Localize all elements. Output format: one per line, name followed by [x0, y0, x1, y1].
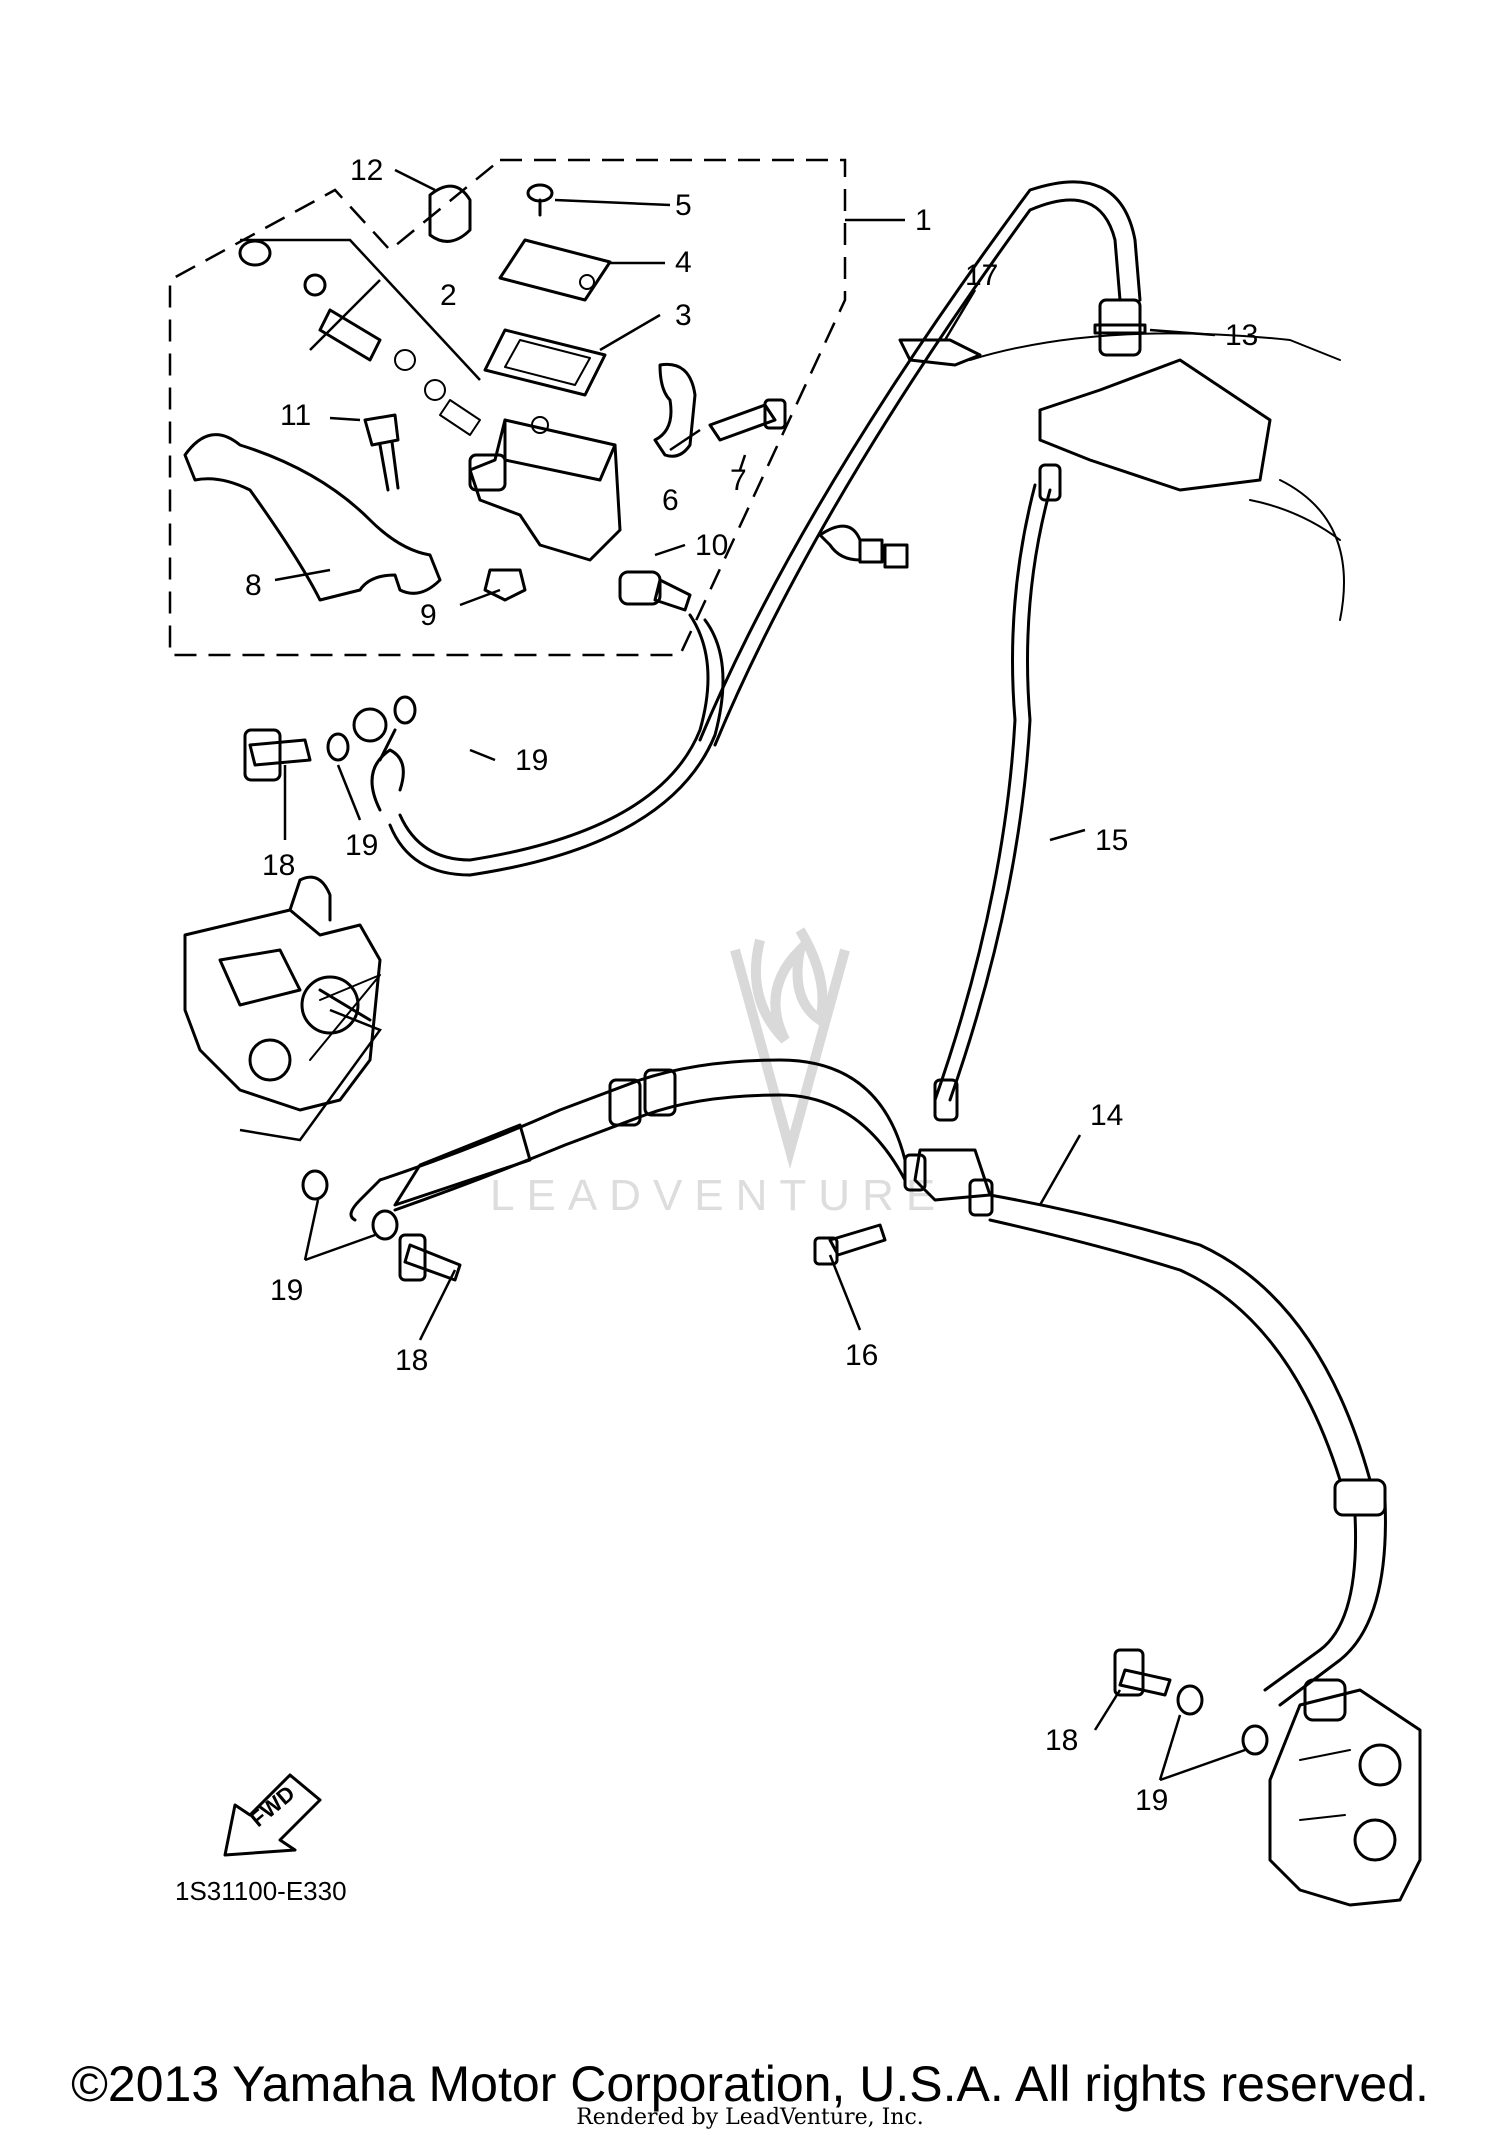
callout-7: 7: [730, 464, 747, 497]
left-caliper: [183, 875, 382, 1142]
brake-hoses: [349, 180, 1387, 1707]
callout-19-left: 19: [270, 1274, 303, 1307]
diagram-code: 1S31100-E330: [175, 1876, 347, 1906]
callout-19-upper-a: 19: [515, 744, 548, 777]
watermark-logo: LEADVENTURE: [490, 927, 947, 1220]
callout-13: 13: [1225, 319, 1258, 352]
rendered-by-text: Rendered by LeadVenture, Inc.: [576, 2105, 924, 2130]
callout-14: 14: [1090, 1099, 1123, 1132]
callout-11: 11: [280, 399, 311, 432]
callout-12: 12: [350, 154, 383, 187]
callout-4: 4: [675, 246, 692, 279]
callout-9: 9: [420, 599, 437, 632]
watermark-text: LEADVENTURE: [490, 1171, 947, 1220]
callout-leaders: [274, 168, 1246, 1782]
callout-10: 10: [695, 529, 728, 562]
callout-15: 15: [1095, 824, 1128, 857]
copyright-text: ©2013 Yamaha Motor Corporation, U.S.A. A…: [71, 2056, 1429, 2112]
callout-19-right: 19: [1135, 1784, 1168, 1817]
fwd-label: FWD: [245, 1780, 299, 1831]
callout-17: 17: [965, 259, 998, 292]
callout-6: 6: [662, 484, 679, 517]
right-caliper: [1268, 1678, 1422, 1907]
callout-3: 3: [675, 299, 692, 332]
banjo-fasteners: [243, 695, 1269, 1756]
callout-1: 1: [915, 204, 932, 237]
fwd-arrow: FWD: [223, 1773, 322, 1857]
master-cylinder-assembly-boundary: [168, 158, 847, 657]
callout-18-left: 18: [395, 1344, 428, 1377]
callout-8: 8: [245, 569, 262, 602]
callout-5: 5: [675, 189, 692, 222]
callout-2: 2: [440, 279, 457, 312]
callout-18-upper: 18: [262, 849, 295, 882]
callout-16: 16: [845, 1339, 878, 1372]
callout-labels: 1 2 3 4 5 6 7 8 9 10 11 12 13 14 15 16 1…: [245, 154, 1258, 1817]
callout-19-upper-b: 19: [345, 829, 378, 862]
callout-18-right: 18: [1045, 1724, 1078, 1757]
